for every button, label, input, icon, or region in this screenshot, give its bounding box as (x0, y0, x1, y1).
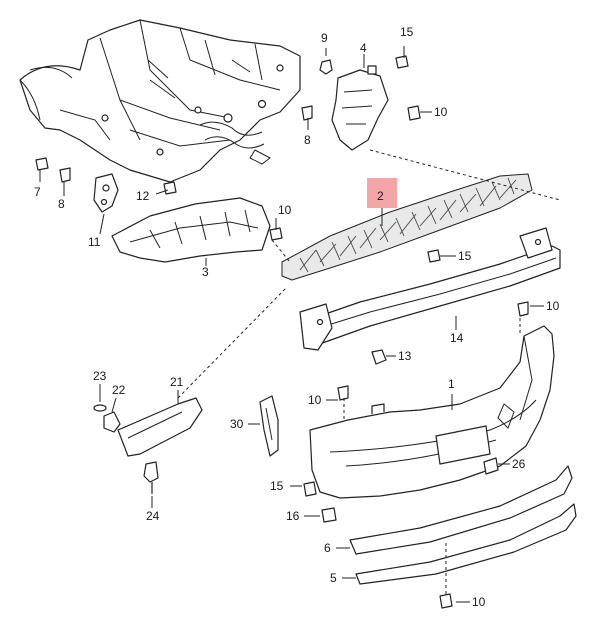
callout-6: 6 (324, 541, 331, 555)
part-22-clip (103, 411, 121, 433)
callout-15-bottom: 15 (270, 479, 284, 493)
vehicle-body-shell (19, 19, 301, 183)
callout-21: 21 (170, 375, 184, 389)
part-21-cover (117, 397, 203, 457)
part-23-washer (93, 404, 107, 412)
part-3-bracket (111, 197, 271, 263)
callout-26: 26 (512, 457, 526, 471)
callout-8-left: 8 (58, 197, 65, 211)
part-2-impact-absorber (281, 173, 533, 281)
part-1-bumper-cover (309, 325, 555, 499)
callout-1: 1 (448, 377, 455, 391)
part-14-reinforcement-bar (299, 227, 561, 351)
callout-labels: 15 9 4 8 10 7 8 12 11 10 3 2 15 10 14 13… (34, 25, 560, 609)
callout-7: 7 (34, 185, 41, 199)
callout-9: 9 (321, 31, 328, 45)
callout-10-bumper: 10 (308, 393, 322, 407)
callout-4: 4 (360, 41, 367, 55)
callout-10-right: 10 (546, 299, 560, 313)
callout-10-bottom: 10 (472, 595, 486, 609)
callout-30: 30 (230, 417, 244, 431)
callout-11: 11 (88, 235, 101, 249)
callout-15-top: 15 (400, 25, 414, 39)
callout-10-mid: 10 (278, 203, 292, 217)
part-6-trim-strip (349, 465, 573, 555)
callout-13: 13 (398, 349, 412, 363)
callout-2: 2 (377, 189, 384, 203)
callout-24: 24 (146, 509, 160, 523)
callout-23: 23 (93, 369, 107, 383)
callout-14: 14 (450, 331, 464, 345)
callout-8-right: 8 (304, 133, 311, 147)
part-24-bolt (143, 461, 159, 494)
part-2-highlight (367, 178, 397, 208)
part-11-bracket (93, 173, 119, 213)
callout-15-mid: 15 (458, 249, 472, 263)
callout-22: 22 (112, 383, 126, 397)
part-4-bracket (331, 65, 389, 151)
part-30-bracket (259, 395, 279, 457)
callout-10-upper: 10 (434, 105, 448, 119)
leader-lines (39, 46, 561, 603)
part-5-trim-strip (355, 503, 577, 585)
callout-16: 16 (286, 509, 300, 523)
callout-3: 3 (202, 265, 209, 279)
callout-12: 12 (136, 189, 150, 203)
callout-5: 5 (330, 571, 337, 585)
fasteners (35, 55, 529, 609)
